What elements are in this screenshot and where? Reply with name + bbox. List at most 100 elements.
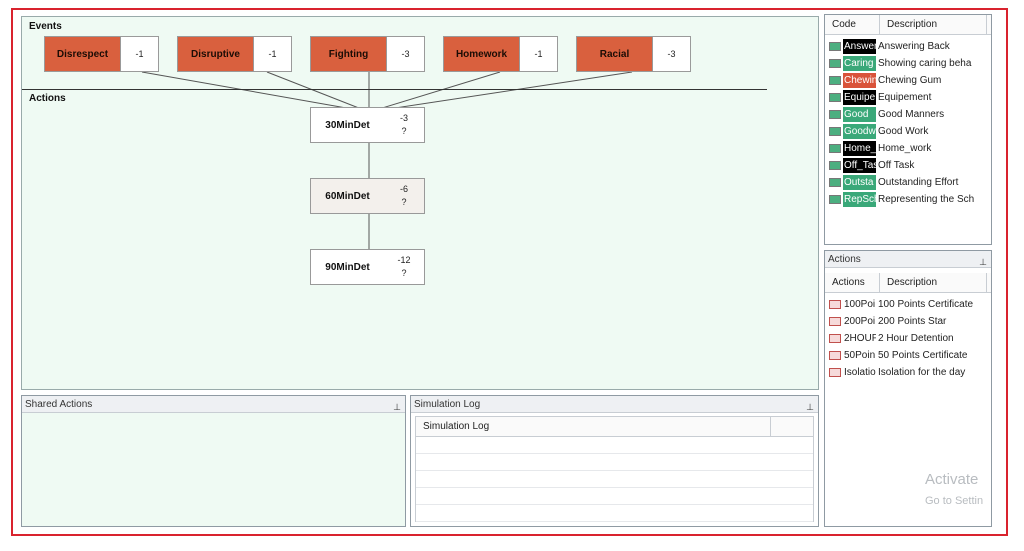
simulation-log-column[interactable]: Simulation Log <box>416 417 771 436</box>
action-90mindet[interactable]: 90MinDet -12 ? <box>310 249 425 285</box>
event-name: Disrespect <box>45 37 121 71</box>
event-name: Disruptive <box>178 37 254 71</box>
simulation-log-title: Simulation Log ⊥ <box>411 396 818 413</box>
code-text: Chewin <box>843 73 876 88</box>
log-row <box>416 488 813 505</box>
code-text: Goodw <box>843 124 876 139</box>
action-code: 100Poi <box>844 299 876 310</box>
actions-column-header[interactable]: Actions <box>825 273 880 292</box>
tag-icon <box>829 195 841 204</box>
code-description: Good Work <box>878 126 929 137</box>
event-value: -1 <box>534 49 543 59</box>
action-mark: ? <box>401 197 407 207</box>
code-text: Off_Tas <box>843 158 876 173</box>
simulation-log-header: Simulation Log <box>416 417 813 437</box>
tag-icon <box>829 127 841 136</box>
code-description: Representing the Sch <box>878 194 975 205</box>
code-row[interactable]: Home_Home_work <box>825 140 991 157</box>
code-text: Home_ <box>843 141 876 156</box>
action-name: 90MinDet <box>325 261 370 273</box>
action-description: 50 Points Certificate <box>878 350 968 361</box>
log-row <box>416 471 813 488</box>
event-disruptive[interactable]: Disruptive -1 <box>177 36 292 72</box>
event-fighting[interactable]: Fighting -3 <box>310 36 425 72</box>
tag-icon <box>829 93 841 102</box>
action-code: 200Poi <box>844 316 876 327</box>
pin-icon[interactable]: ⊥ <box>806 402 814 412</box>
action-30mindet[interactable]: 30MinDet -3 ? <box>310 107 425 143</box>
code-description: Outstanding Effort <box>878 177 959 188</box>
tag-icon <box>829 76 841 85</box>
codes-header: Code Description <box>825 15 991 35</box>
simulation-log-grid[interactable]: Simulation Log <box>415 416 814 522</box>
actions-panel-title-text: Actions <box>828 254 861 265</box>
code-text: Good <box>843 107 876 122</box>
action-name: 60MinDet <box>325 190 370 202</box>
pin-icon[interactable]: ⊥ <box>979 257 987 267</box>
action-name: 30MinDet <box>325 119 370 131</box>
event-name: Fighting <box>311 37 387 71</box>
event-value: -3 <box>401 49 410 59</box>
actions-panel-title: Actions ⊥ <box>825 251 991 268</box>
action-icon <box>829 334 841 343</box>
simulation-log-title-text: Simulation Log <box>414 399 481 410</box>
action-60mindet[interactable]: 60MinDet -6 ? <box>310 178 425 214</box>
action-icon <box>829 317 841 326</box>
event-racial[interactable]: Racial -3 <box>576 36 691 72</box>
watermark-line2: Go to Settin <box>925 495 984 507</box>
action-description: 200 Points Star <box>878 316 947 327</box>
code-text: RepSch <box>843 192 876 207</box>
shared-actions-panel[interactable]: Shared Actions ⊥ <box>21 395 406 527</box>
code-description: Equipement <box>878 92 932 103</box>
event-name: Racial <box>577 37 653 71</box>
code-column-header[interactable]: Code <box>825 15 880 34</box>
description-column-header[interactable]: Description <box>880 15 987 34</box>
code-text: Answer <box>843 39 876 54</box>
action-value: -6 <box>399 184 408 194</box>
description-column-header[interactable]: Description <box>880 273 987 292</box>
simulation-log-panel[interactable]: Simulation Log ⊥ Simulation Log <box>410 395 819 527</box>
tag-icon <box>829 144 841 153</box>
connector-lines <box>141 71 633 249</box>
design-canvas[interactable]: Events Actions Disrespect -1 Disruptive … <box>21 16 819 390</box>
action-description: Isolation for the day <box>878 367 966 378</box>
event-name: Homework <box>444 37 520 71</box>
actions-section-label: Actions <box>29 93 66 104</box>
tag-icon <box>829 161 841 170</box>
action-icon <box>829 300 841 309</box>
actions-header: Actions Description <box>825 273 991 293</box>
action-icon <box>829 351 841 360</box>
action-value: -3 <box>399 113 408 123</box>
action-description: 100 Points Certificate <box>878 299 974 310</box>
event-disrespect[interactable]: Disrespect -1 <box>44 36 159 72</box>
code-description: Answering Back <box>878 41 950 52</box>
action-mark: ? <box>401 126 407 136</box>
code-text: Caring <box>843 56 876 71</box>
shared-actions-title: Shared Actions ⊥ <box>22 396 405 413</box>
code-text: Outsta <box>843 175 876 190</box>
action-code: Isolatio <box>844 367 876 378</box>
pin-icon[interactable]: ⊥ <box>393 402 401 412</box>
code-description: Chewing Gum <box>878 75 942 86</box>
event-homework[interactable]: Homework -1 <box>443 36 558 72</box>
tag-icon <box>829 178 841 187</box>
code-row[interactable]: RepSchRepresenting the Sch <box>825 191 991 208</box>
code-description: Good Manners <box>878 109 945 120</box>
